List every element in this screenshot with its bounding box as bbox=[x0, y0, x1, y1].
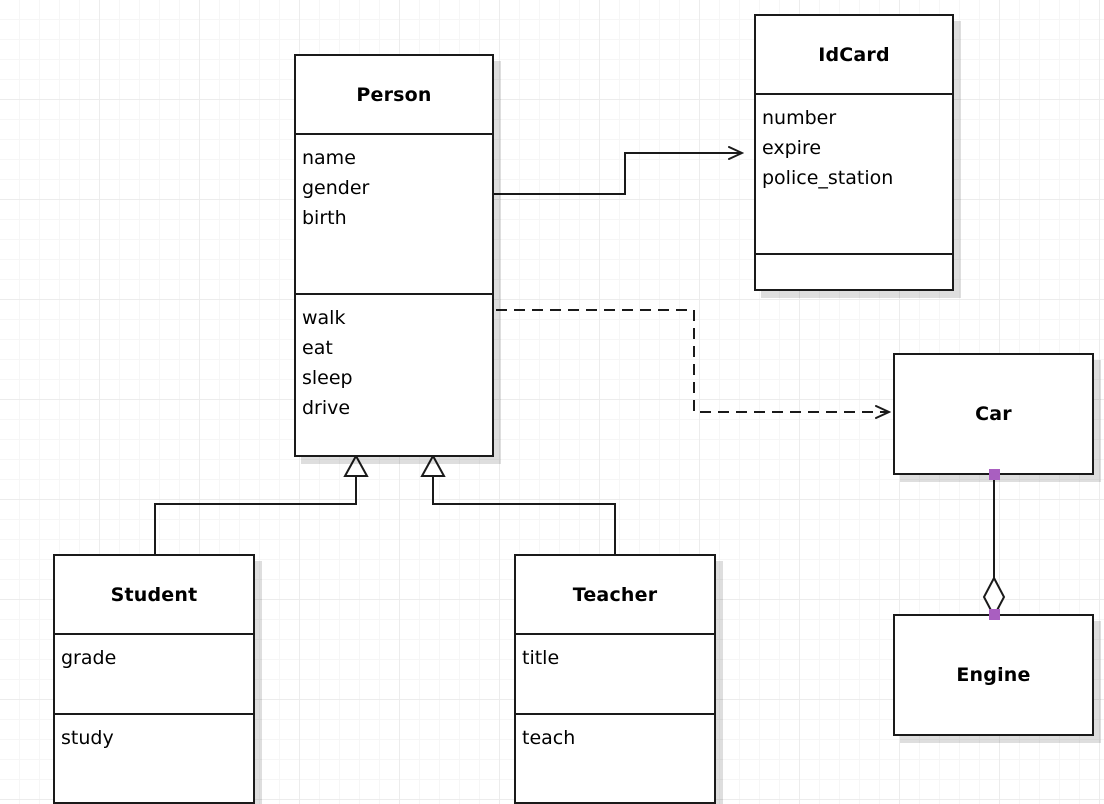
class-box-idcard[interactable]: IdCard number expire police_station bbox=[754, 14, 954, 291]
class-methods-teacher: teach bbox=[516, 713, 714, 804]
connector-handle-engine-end[interactable] bbox=[989, 609, 1000, 620]
attribute-item: title bbox=[522, 647, 560, 669]
attribute-item: name bbox=[302, 147, 356, 169]
class-methods-student: study bbox=[55, 713, 253, 804]
edge-person-car[interactable] bbox=[496, 309, 889, 412]
edge-person-idcard[interactable] bbox=[494, 153, 742, 195]
class-attributes-student: grade bbox=[55, 633, 253, 713]
class-attributes-teacher: title bbox=[516, 633, 714, 713]
class-title-student: Student bbox=[110, 583, 198, 606]
attribute-item: expire bbox=[762, 137, 822, 159]
class-attributes-idcard: number expire police_station bbox=[756, 93, 952, 253]
method-item: walk bbox=[302, 307, 346, 329]
connector-handle-car-end[interactable] bbox=[989, 469, 1000, 480]
class-title-engine: Engine bbox=[956, 664, 1031, 686]
method-item: drive bbox=[302, 397, 351, 419]
class-attributes-person: name gender birth bbox=[296, 133, 492, 293]
attribute-item: grade bbox=[61, 647, 117, 669]
edge-teacher-person[interactable] bbox=[420, 453, 616, 554]
edge-student-person[interactable] bbox=[154, 453, 369, 554]
class-box-student[interactable]: Student grade study bbox=[53, 554, 255, 804]
attribute-item: number bbox=[762, 107, 837, 129]
attribute-item: gender bbox=[302, 177, 370, 199]
class-methods-person: walk eat sleep drive bbox=[296, 293, 492, 455]
class-title-person: Person bbox=[356, 83, 432, 106]
class-box-person[interactable]: Person name gender birth walk eat sleep … bbox=[294, 54, 494, 457]
class-box-engine[interactable]: Engine bbox=[893, 614, 1094, 736]
attribute-item: birth bbox=[302, 207, 347, 229]
method-item: sleep bbox=[302, 367, 353, 389]
class-title-teacher: Teacher bbox=[572, 583, 658, 606]
class-methods-idcard bbox=[756, 253, 952, 293]
method-item: eat bbox=[302, 337, 333, 359]
edge-car-engine[interactable] bbox=[982, 475, 1006, 619]
class-box-car[interactable]: Car bbox=[893, 353, 1094, 475]
method-item: study bbox=[61, 727, 114, 749]
class-title-idcard: IdCard bbox=[818, 43, 890, 66]
class-title-car: Car bbox=[975, 403, 1012, 425]
method-item: teach bbox=[522, 727, 576, 749]
attribute-item: police_station bbox=[762, 167, 894, 189]
class-box-teacher[interactable]: Teacher title teach bbox=[514, 554, 716, 804]
